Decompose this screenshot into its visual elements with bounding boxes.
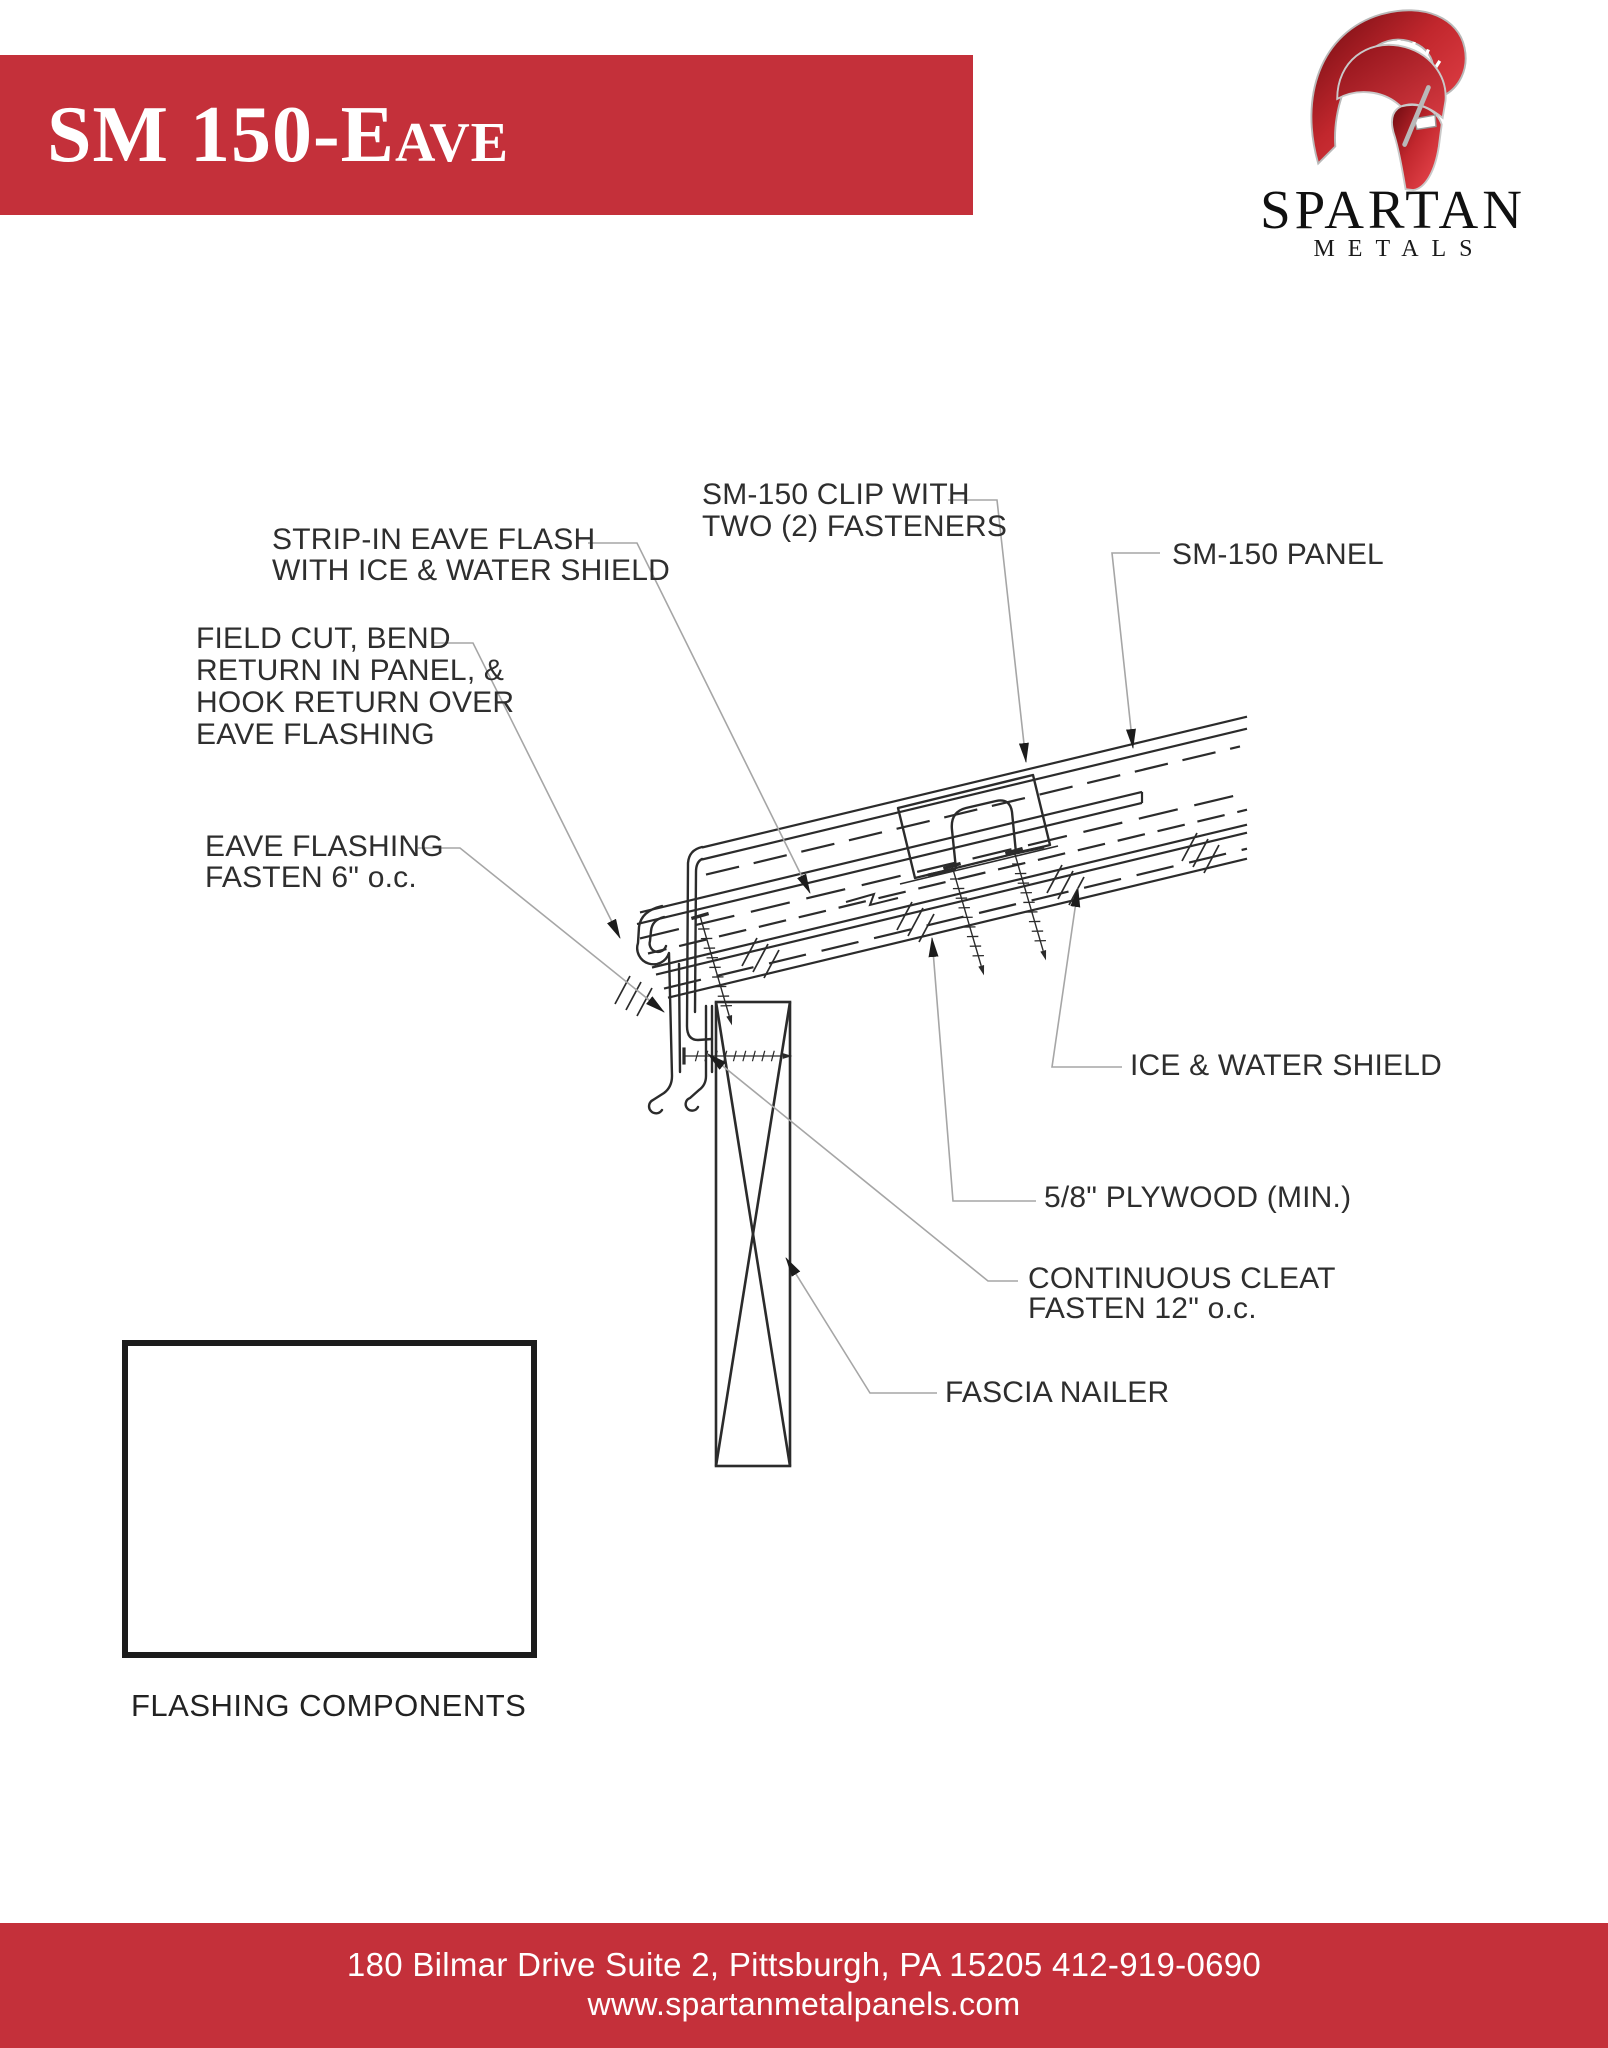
label-eave-flashing: EAVE FLASHING FASTEN 6" o.c. <box>205 830 444 894</box>
footer-address: 180 Bilmar Drive Suite 2, Pittsburgh, PA… <box>346 1946 1262 1983</box>
page-title: SM 150-Eave <box>47 91 510 179</box>
footer-banner: 180 Bilmar Drive Suite 2, Pittsburgh, PA… <box>0 1923 1608 2048</box>
label-sm150-panel: SM-150 PANEL <box>1172 538 1384 571</box>
brand-name: SPARTAN <box>1260 179 1526 240</box>
header-banner: SM 150-Eave <box>0 55 973 215</box>
label-fascia-nailer: FASCIA NAILER <box>945 1376 1170 1409</box>
roof-assembly-lines <box>636 715 1248 999</box>
panel-hook-return <box>685 845 714 1042</box>
cleat-fastener-screw <box>682 1045 794 1067</box>
fascia-nailer-board <box>714 1000 792 1468</box>
footer-website: www.spartanmetalpanels.com <box>587 1986 1021 2022</box>
label-plywood: 5/8" PLYWOOD (MIN.) <box>1044 1181 1352 1214</box>
label-strip-in-eave-flash: STRIP-IN EAVE FLASH WITH ICE & WATER SHI… <box>272 523 670 587</box>
flashing-components-caption: FLASHING COMPONENTS <box>131 1688 527 1723</box>
plywood-grain-ticks <box>614 832 1220 1017</box>
continuous-cleat-profile <box>684 1004 714 1112</box>
label-sm150-clip: SM-150 CLIP WITH TWO (2) FASTENERS <box>702 478 1008 543</box>
clip-fastener-screws <box>941 846 1057 980</box>
leader-lines <box>418 499 1160 1394</box>
eave-flashing-profile <box>636 904 682 1115</box>
brand-subtitle: METALS <box>1313 236 1486 262</box>
flashing-fastener-screw <box>689 911 743 1030</box>
label-ice-water-shield: ICE & WATER SHIELD <box>1130 1049 1442 1082</box>
label-field-cut: FIELD CUT, BEND RETURN IN PANEL, & HOOK … <box>196 622 515 751</box>
label-continuous-cleat: CONTINUOUS CLEAT FASTEN 12" o.c. <box>1028 1262 1336 1325</box>
spartan-helmet-icon <box>1310 9 1467 192</box>
sm150-clip <box>896 773 1059 885</box>
flashing-components-box <box>122 1340 537 1658</box>
